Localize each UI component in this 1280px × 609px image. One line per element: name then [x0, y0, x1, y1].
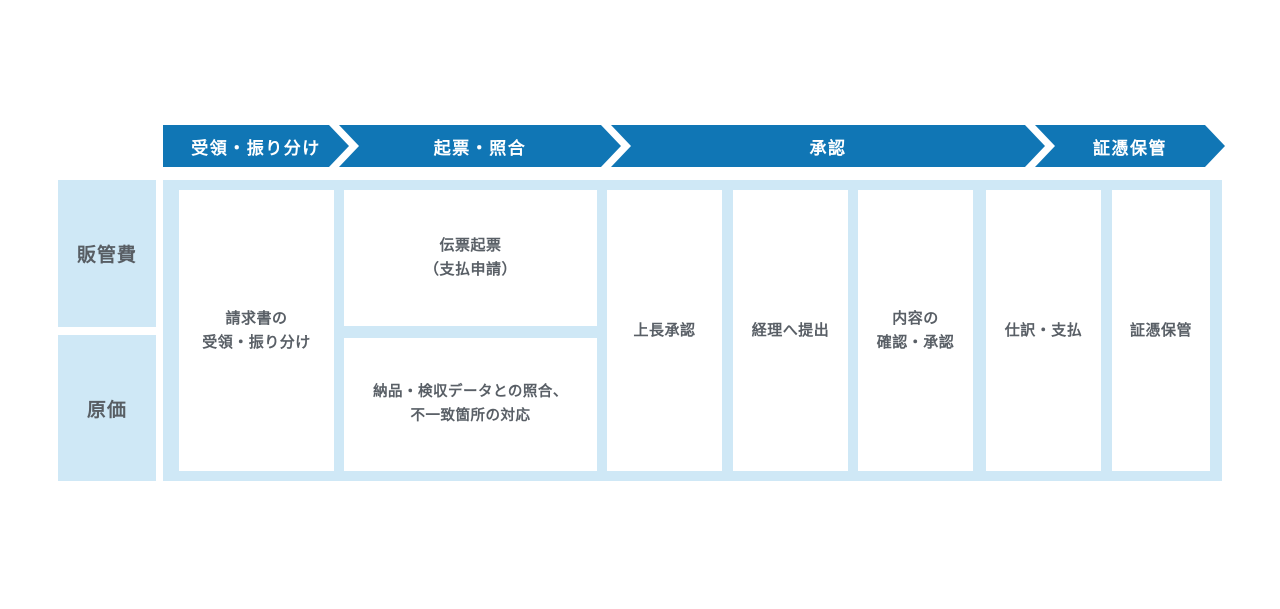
box-submit-to-accounting: 経理へ提出 [733, 190, 848, 471]
box-content-check-approval: 内容の 確認・承認 [858, 190, 973, 471]
step-approval: 承認 [611, 125, 1045, 167]
process-lane: 請求書の 受領・振り分け 伝票起票 （支払申請） 納品・検収データとの照合、 不… [163, 180, 1222, 481]
box-journal-payment: 仕訳・支払 [986, 190, 1101, 471]
row-label-cost-text: 原価 [86, 399, 127, 421]
step-entry-matching: 起票・照合 [339, 125, 621, 167]
row-label-sga-expenses-text: 販管費 [76, 245, 137, 266]
box-delivery-data-matching: 納品・検収データとの照合、 不一致箇所の対応 [344, 338, 597, 471]
box-manager-approval: 上長承認 [607, 190, 722, 471]
step-evidence-storage-label: 証憑保管 [1093, 138, 1167, 158]
step-entry-matching-label: 起票・照合 [433, 138, 527, 158]
step-receipt-sorting-label: 受領・振り分け [191, 138, 321, 158]
box-evidence-storage: 証憑保管 [1112, 190, 1210, 471]
box-invoice-receipt-sorting: 請求書の 受領・振り分け [179, 190, 334, 471]
step-approval-label: 承認 [809, 138, 847, 158]
row-label-cost: 原価 [58, 335, 156, 481]
row-label-sga-expenses: 販管費 [58, 180, 156, 327]
box-voucher-entry: 伝票起票 （支払申請） [344, 190, 597, 326]
step-receipt-sorting: 受領・振り分け [163, 125, 349, 167]
step-evidence-storage: 証憑保管 [1035, 125, 1225, 167]
